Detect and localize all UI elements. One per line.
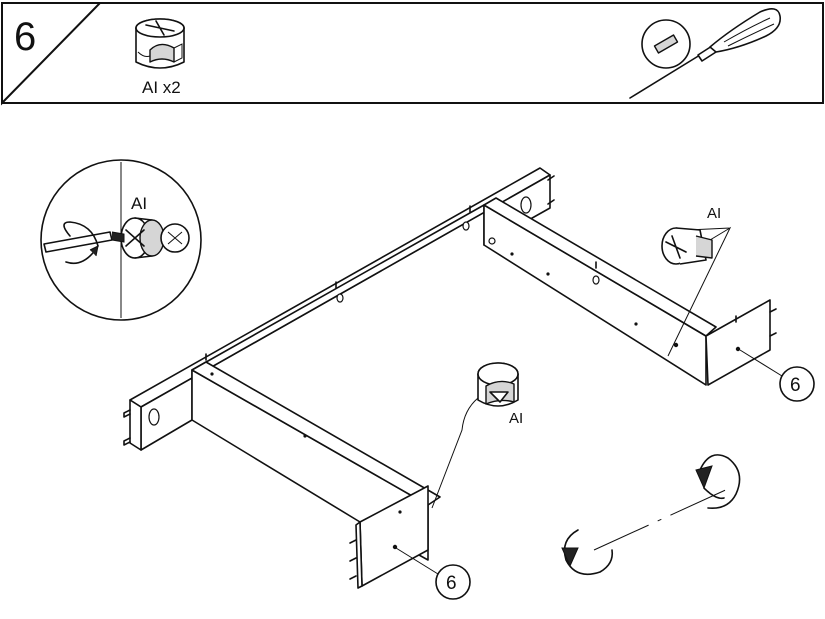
cam-lock-right — [661, 226, 732, 357]
panel-ref-right-label: 6 — [790, 375, 801, 396]
back-rail-left-end — [129, 399, 142, 451]
cam-lock-icon — [135, 18, 185, 69]
left-board-top — [191, 361, 441, 506]
detail-callout: AI — [40, 159, 202, 321]
screwdriver-turning-cam-lock-icon — [43, 217, 190, 265]
part-quantity-label: AI x2 — [142, 78, 181, 97]
front-end-panel-edge — [355, 521, 363, 589]
step-header: 6 AI x2 — [1, 2, 824, 106]
right-end-panel — [705, 299, 771, 386]
detail-callout-label: AI — [131, 194, 147, 213]
cam-lock-right-label: AI — [707, 205, 721, 222]
rotate-assembly-icon — [561, 454, 741, 576]
board-cam-hole — [488, 237, 496, 245]
panel-ref-front: 6 — [395, 547, 471, 600]
right-board-top — [483, 197, 717, 337]
step-number: 6 — [14, 15, 36, 59]
flathead-screwdriver-icon — [629, 8, 782, 99]
panel-hole — [735, 346, 741, 352]
rail-dowel-hole — [462, 221, 470, 231]
panel-ref-front-label: 6 — [446, 573, 457, 594]
rail-cam-hole — [148, 408, 160, 426]
panel-ref-right: 6 — [739, 349, 815, 402]
frame-assembly — [123, 167, 777, 589]
step-number-corner — [1, 2, 103, 106]
board-cam-hole — [592, 275, 600, 285]
rail-dowel-hole — [336, 293, 344, 303]
rail-cam-hole — [520, 196, 532, 214]
dowel-pins — [123, 175, 777, 580]
cam-lock-front — [431, 362, 519, 509]
cam-lock-front-label: AI — [509, 410, 523, 427]
